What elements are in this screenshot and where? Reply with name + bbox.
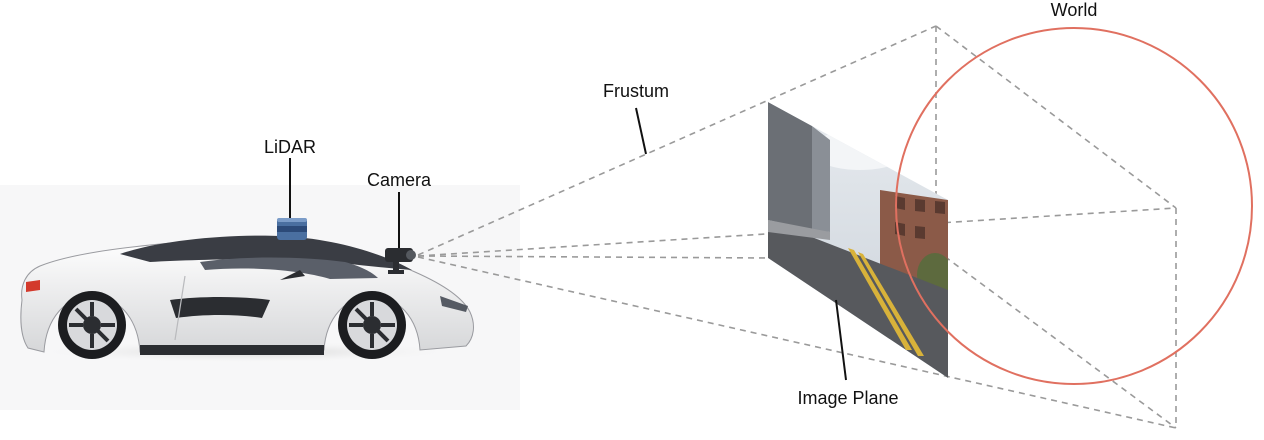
rear-wheel xyxy=(58,291,126,359)
lidar-sensor xyxy=(277,218,307,240)
image-plane xyxy=(768,102,948,378)
tail-light xyxy=(26,280,40,292)
door-line xyxy=(174,275,186,341)
frustum-label: Frustum xyxy=(603,81,669,101)
side-intake xyxy=(170,297,270,318)
headlight xyxy=(440,296,468,312)
front-wheel xyxy=(338,291,406,359)
sports-car xyxy=(20,218,474,359)
image-plane-label: Image Plane xyxy=(797,388,898,408)
callout-lines xyxy=(289,107,847,381)
side-window xyxy=(200,257,378,279)
lidar-label: LiDAR xyxy=(264,137,316,157)
side-mirror xyxy=(280,270,305,280)
camera-label: Camera xyxy=(367,170,432,190)
image-plane-callout-line xyxy=(835,299,847,381)
world-label: World xyxy=(1051,0,1098,20)
frustum-callout-line xyxy=(635,107,647,155)
lower-skirt xyxy=(140,345,324,355)
world-circle xyxy=(895,27,1253,385)
camera-sensor xyxy=(385,248,416,274)
